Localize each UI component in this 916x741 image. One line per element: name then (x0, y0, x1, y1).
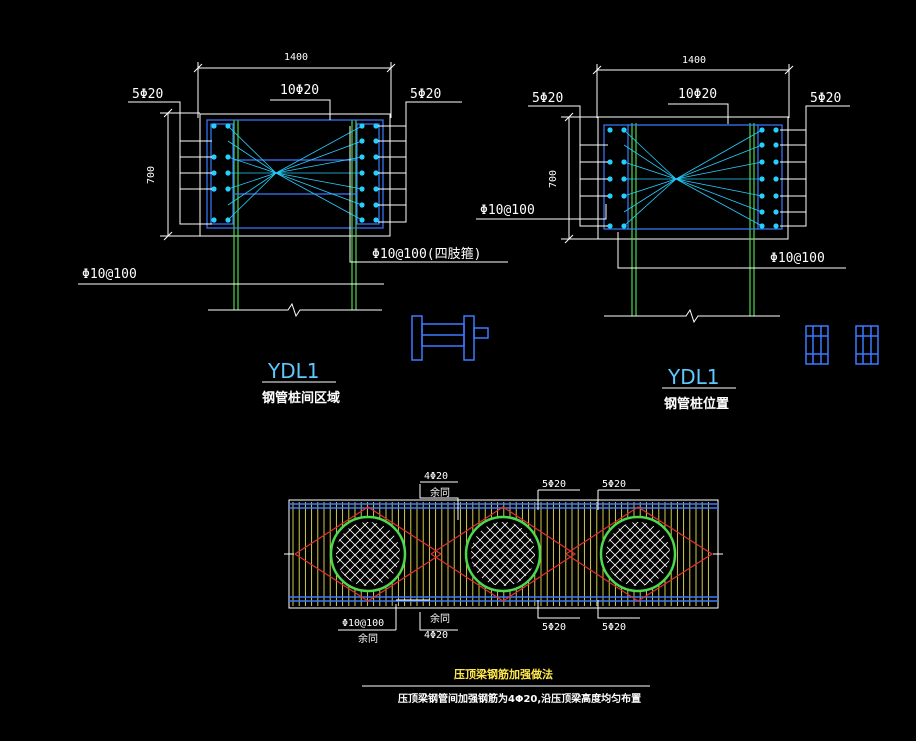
plan-top-label-2: 5Φ20 (542, 479, 566, 490)
plan-bottom-label-2: 5Φ20 (542, 622, 566, 633)
detail2-caption: 钢管桩位置 (664, 396, 729, 412)
detail2-left-bars-label: 5Φ20 (532, 91, 563, 106)
plan-bottom-stirrup-label: Φ10@100 (342, 618, 384, 629)
detail1-width-dimension (193, 62, 396, 118)
detail2-height-value: 700 (548, 170, 559, 188)
detail1-width-value: 1400 (284, 52, 308, 63)
detail2-right-bars-label: 5Φ20 (810, 91, 841, 106)
detail2-title: YDL1 (667, 365, 719, 389)
plan-bottom-leaders (338, 599, 640, 631)
plan-title: 压顶梁钢筋加强做法 (454, 667, 553, 681)
plan-top-label-1: 4Φ20 (424, 471, 448, 482)
detail2-stirrup-right-label: Φ10@100 (770, 251, 825, 266)
detail2-beam-outline (597, 116, 789, 240)
detail2-section: 1400 700 (476, 55, 850, 412)
detail1-caption: 钢管桩间区域 (262, 390, 340, 406)
plan-bottom-stirrup-sub: 余同 (358, 632, 378, 645)
detail2-width-dimension (592, 64, 794, 118)
detail2-width-value: 1400 (682, 55, 706, 66)
detail2-stirrup-left-label: Φ10@100 (480, 203, 535, 218)
detail1-break-line (208, 302, 382, 318)
detail1-beam-outline (199, 113, 391, 237)
detail2-stirrups (603, 124, 783, 230)
plan-view: 4Φ20 余同 5Φ20 5Φ20 Φ10@100 余同 余同 4Φ20 5Φ2… (284, 471, 723, 705)
detail1-stirrups (206, 119, 384, 229)
pile-cap-symbol-icon (805, 325, 879, 365)
plan-bottom-label-1-sub: 余同 (430, 612, 450, 625)
plan-steel-pile-3 (599, 515, 677, 593)
detail1-center-bars-label: 10Φ20 (280, 83, 319, 98)
plan-top-label-1-sub: 余同 (430, 486, 450, 499)
plan-bottom-label-3: 5Φ20 (602, 622, 626, 633)
steel-pile-symbol-icon (411, 315, 489, 361)
plan-steel-pile-2 (464, 515, 542, 593)
detail2-break-line (604, 308, 780, 324)
detail1-section: 1400 700 (78, 52, 508, 406)
plan-top-label-3: 5Φ20 (602, 479, 626, 490)
detail2-rebar-dots (607, 127, 779, 229)
detail1-leaders (78, 99, 508, 285)
detail1-steel-pile (233, 120, 357, 310)
detail1-rebar-dots (211, 123, 379, 223)
detail2-leaders (476, 103, 850, 269)
plan-steel-pile-1 (329, 515, 407, 593)
detail1-crossing-bars (227, 125, 363, 221)
detail1-stirrup-left-label: Φ10@100 (82, 267, 137, 282)
detail2-center-bars-label: 10Φ20 (678, 87, 717, 102)
detail2-steel-pile (631, 123, 755, 316)
plan-top-leaders (419, 481, 640, 520)
plan-bottom-label-1: 4Φ20 (424, 630, 448, 641)
detail1-left-bars-label: 5Φ20 (132, 87, 163, 102)
detail2-crossing-bars (623, 129, 763, 227)
detail1-title: YDL1 (267, 359, 319, 383)
plan-note: 压顶梁钢管间加强钢筋为4Φ20,沿压顶梁高度均匀布置 (398, 692, 641, 705)
detail1-stirrup-callout: Φ10@100(四肢箍) (372, 246, 481, 262)
detail1-height-value: 700 (146, 166, 157, 184)
plan-diamond-bars (294, 506, 714, 602)
detail1-right-bars-label: 5Φ20 (410, 87, 441, 102)
